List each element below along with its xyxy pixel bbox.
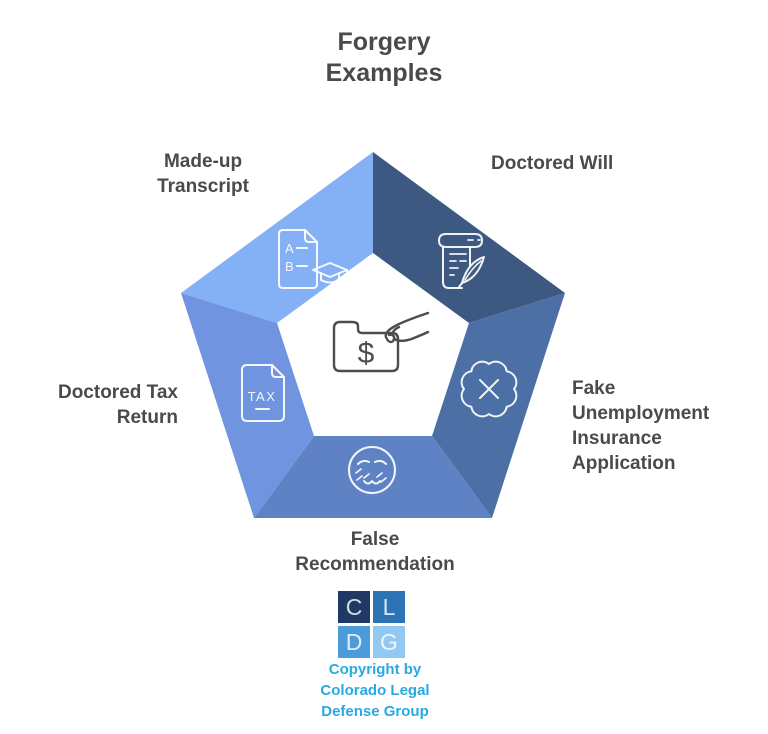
copyright-text: Copyright by Colorado Legal Defense Grou… xyxy=(320,661,430,720)
logo-cell-g: G xyxy=(373,626,405,658)
x-mark xyxy=(479,379,499,399)
tax-document-icon: TAX xyxy=(241,364,285,422)
segment-fake-unemployment xyxy=(432,293,565,518)
logo-cell-c: C xyxy=(338,591,370,623)
transcript-icon: A B xyxy=(278,229,349,289)
segment-made-up-transcript xyxy=(181,152,373,323)
label-made-up-transcript: Made-up Transcript xyxy=(157,151,249,197)
label-false-recommendation: False Recommendation xyxy=(295,529,455,575)
label-doctored-tax-return: Doctored Tax Return xyxy=(57,382,178,428)
tax-text: TAX xyxy=(248,389,277,404)
grade-a-text: A xyxy=(285,241,294,256)
shy-face-icon xyxy=(348,446,396,494)
label-doctored-will: Doctored Will xyxy=(491,153,614,174)
dollar-sign: $ xyxy=(358,337,375,370)
reaching-hand xyxy=(384,311,430,344)
segment-doctored-will xyxy=(373,152,565,323)
page-title: Forgery Examples xyxy=(325,28,443,87)
label-fake-unemployment: Fake Unemployment Insurance Application xyxy=(572,378,710,474)
money-folder xyxy=(332,320,400,373)
grade-b-text: B xyxy=(285,259,294,274)
hand-taking-money-icon: $ xyxy=(332,311,430,373)
cldg-logo: C L D G xyxy=(338,591,405,658)
segment-doctored-tax-return xyxy=(181,293,314,518)
scroll-quill-icon xyxy=(438,233,485,289)
segment-false-recommendation xyxy=(254,436,492,518)
logo-cell-d: D xyxy=(338,626,370,658)
logo-cell-l: L xyxy=(373,591,405,623)
seal-x-icon xyxy=(460,360,518,418)
